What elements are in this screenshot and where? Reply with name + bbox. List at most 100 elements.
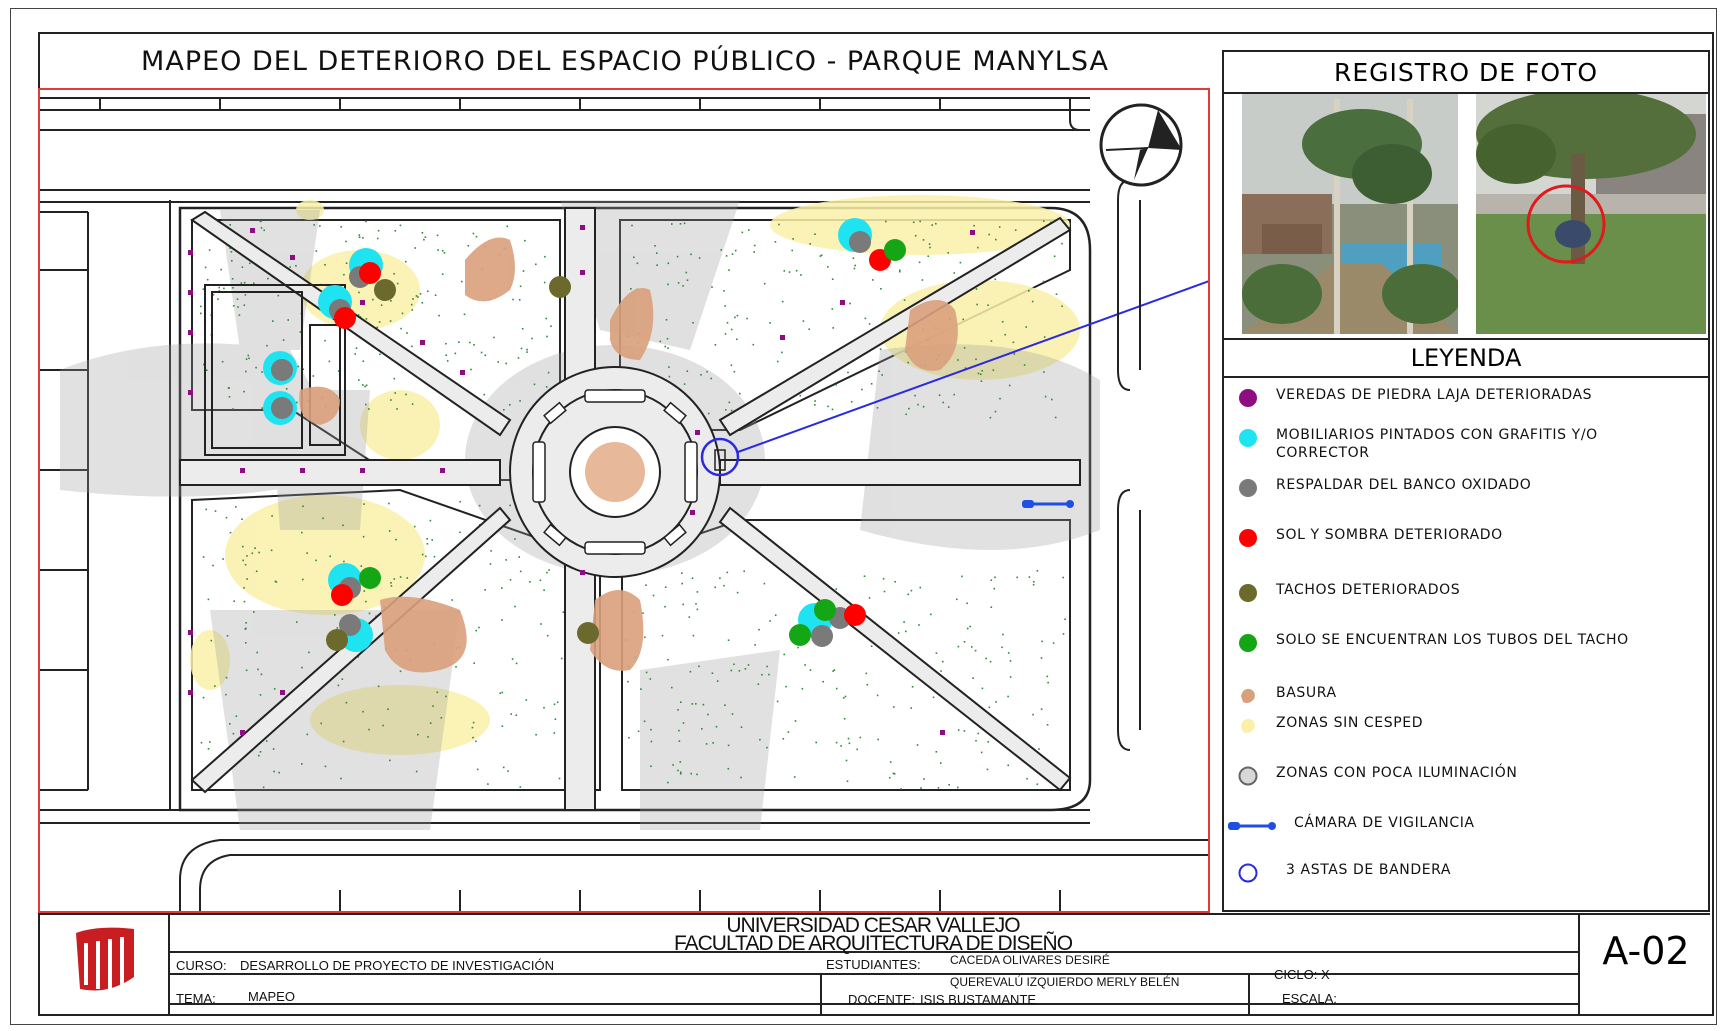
grass-dot xyxy=(831,408,834,411)
grass-dot xyxy=(972,677,974,679)
grass-dot xyxy=(273,770,275,773)
title-block: UNIVERSIDAD CESAR VALLEJO FACULTAD DE AR… xyxy=(38,913,1710,1014)
grass-dot xyxy=(1023,364,1026,366)
grass-dot xyxy=(781,300,784,303)
grass-dot xyxy=(302,368,304,370)
grass-dot xyxy=(846,780,849,783)
street-right xyxy=(1117,179,1141,751)
grass-dot xyxy=(672,764,674,766)
grass-dot xyxy=(710,377,712,380)
tb-rule xyxy=(168,1003,1578,1005)
park-map[interactable] xyxy=(38,88,1210,913)
grass-dot xyxy=(214,685,216,687)
photo-tree-people[interactable] xyxy=(1476,94,1706,334)
grass-dot xyxy=(683,383,686,385)
grass-dot xyxy=(1032,583,1035,586)
grass-dot xyxy=(251,552,254,555)
grass-dot xyxy=(206,369,208,371)
grass-dot xyxy=(312,375,315,377)
grass-dot xyxy=(440,717,443,719)
grass-dot xyxy=(364,385,366,388)
grass-dot xyxy=(287,319,289,321)
grass-dot xyxy=(633,256,635,259)
grass-dot xyxy=(345,240,347,243)
furniture-marker xyxy=(271,397,293,419)
students-label: ESTUDIANTES: xyxy=(826,957,921,972)
flag-poles xyxy=(700,437,740,477)
grass-dot xyxy=(238,314,241,316)
grass-dot xyxy=(476,768,479,771)
grass-dot xyxy=(994,410,997,413)
grass-dot xyxy=(676,255,679,258)
grass-dot xyxy=(977,246,979,249)
grass-dot xyxy=(441,273,444,275)
grass-dot xyxy=(908,407,910,410)
furniture-marker xyxy=(844,604,866,626)
grass-dot xyxy=(905,413,907,416)
grass-dot xyxy=(727,744,730,747)
grass-dot xyxy=(696,591,699,593)
tb-rule xyxy=(168,973,1578,975)
teacher-value: ISIS BUSTAMANTE xyxy=(920,992,1037,1007)
grass-dot xyxy=(236,298,239,300)
grass-dot xyxy=(1008,384,1011,387)
grass-dot xyxy=(892,772,895,775)
grass-dot xyxy=(689,670,692,673)
grass-dot xyxy=(443,252,446,254)
street-top xyxy=(40,97,1090,203)
grass-dot xyxy=(253,611,255,613)
grass-dot xyxy=(664,605,666,608)
legend-item-no-grass: ZONAS SIN CESPED xyxy=(1224,710,1708,750)
grass-dot xyxy=(302,578,304,581)
grass-dot xyxy=(553,732,556,734)
grass-dot xyxy=(475,235,478,238)
walkways xyxy=(179,207,1081,811)
furniture-marker xyxy=(789,624,811,646)
grass-dot xyxy=(935,751,938,753)
dot-icon xyxy=(1239,389,1257,407)
grass-dot xyxy=(956,598,958,601)
legend-label: 3 ASTAS DE BANDERA xyxy=(1286,862,1452,878)
grass-dot xyxy=(243,587,245,589)
grass-dot xyxy=(707,412,710,415)
grass-dot xyxy=(975,288,978,290)
grass-dot xyxy=(677,709,679,711)
photo-panel-title: REGISTRO DE FOTO xyxy=(1224,52,1708,94)
grass-dot xyxy=(205,508,207,511)
grass-dot xyxy=(692,634,695,637)
grass-dot xyxy=(217,298,219,300)
grass-dot xyxy=(426,543,429,545)
grass-dot xyxy=(244,563,247,566)
grass-dot xyxy=(475,740,477,743)
grass-dot xyxy=(340,777,342,780)
grass-dot xyxy=(1043,220,1045,222)
grass-dot xyxy=(783,653,785,656)
grass-dot xyxy=(1032,713,1034,716)
grass-dot xyxy=(258,551,260,554)
grass-dot xyxy=(244,294,247,296)
camera-marker xyxy=(1022,500,1074,508)
grass-dot xyxy=(519,285,522,288)
grass-dot xyxy=(747,664,750,666)
grass-dot xyxy=(990,340,993,342)
grass-dot xyxy=(225,516,228,519)
theme-value: MAPEO xyxy=(248,989,295,1004)
grass-dot xyxy=(340,226,342,228)
photo-palm-trees[interactable] xyxy=(1242,94,1458,334)
grass-dot xyxy=(223,287,225,290)
grass-dot xyxy=(835,384,837,386)
grass-dot xyxy=(893,773,896,775)
grass-dot xyxy=(683,222,686,225)
grass-dot xyxy=(360,565,363,567)
grass-dot xyxy=(681,572,683,574)
grass-dot xyxy=(263,229,265,232)
grass-dot xyxy=(725,409,727,411)
grass-dot xyxy=(405,260,407,263)
grass-dot xyxy=(866,683,869,686)
grass-dot xyxy=(461,280,463,283)
grass-dot xyxy=(686,279,689,281)
grass-dot xyxy=(993,587,996,590)
grass-dot xyxy=(475,629,477,632)
grass-dot xyxy=(848,742,851,745)
grass-dot xyxy=(1026,777,1028,780)
